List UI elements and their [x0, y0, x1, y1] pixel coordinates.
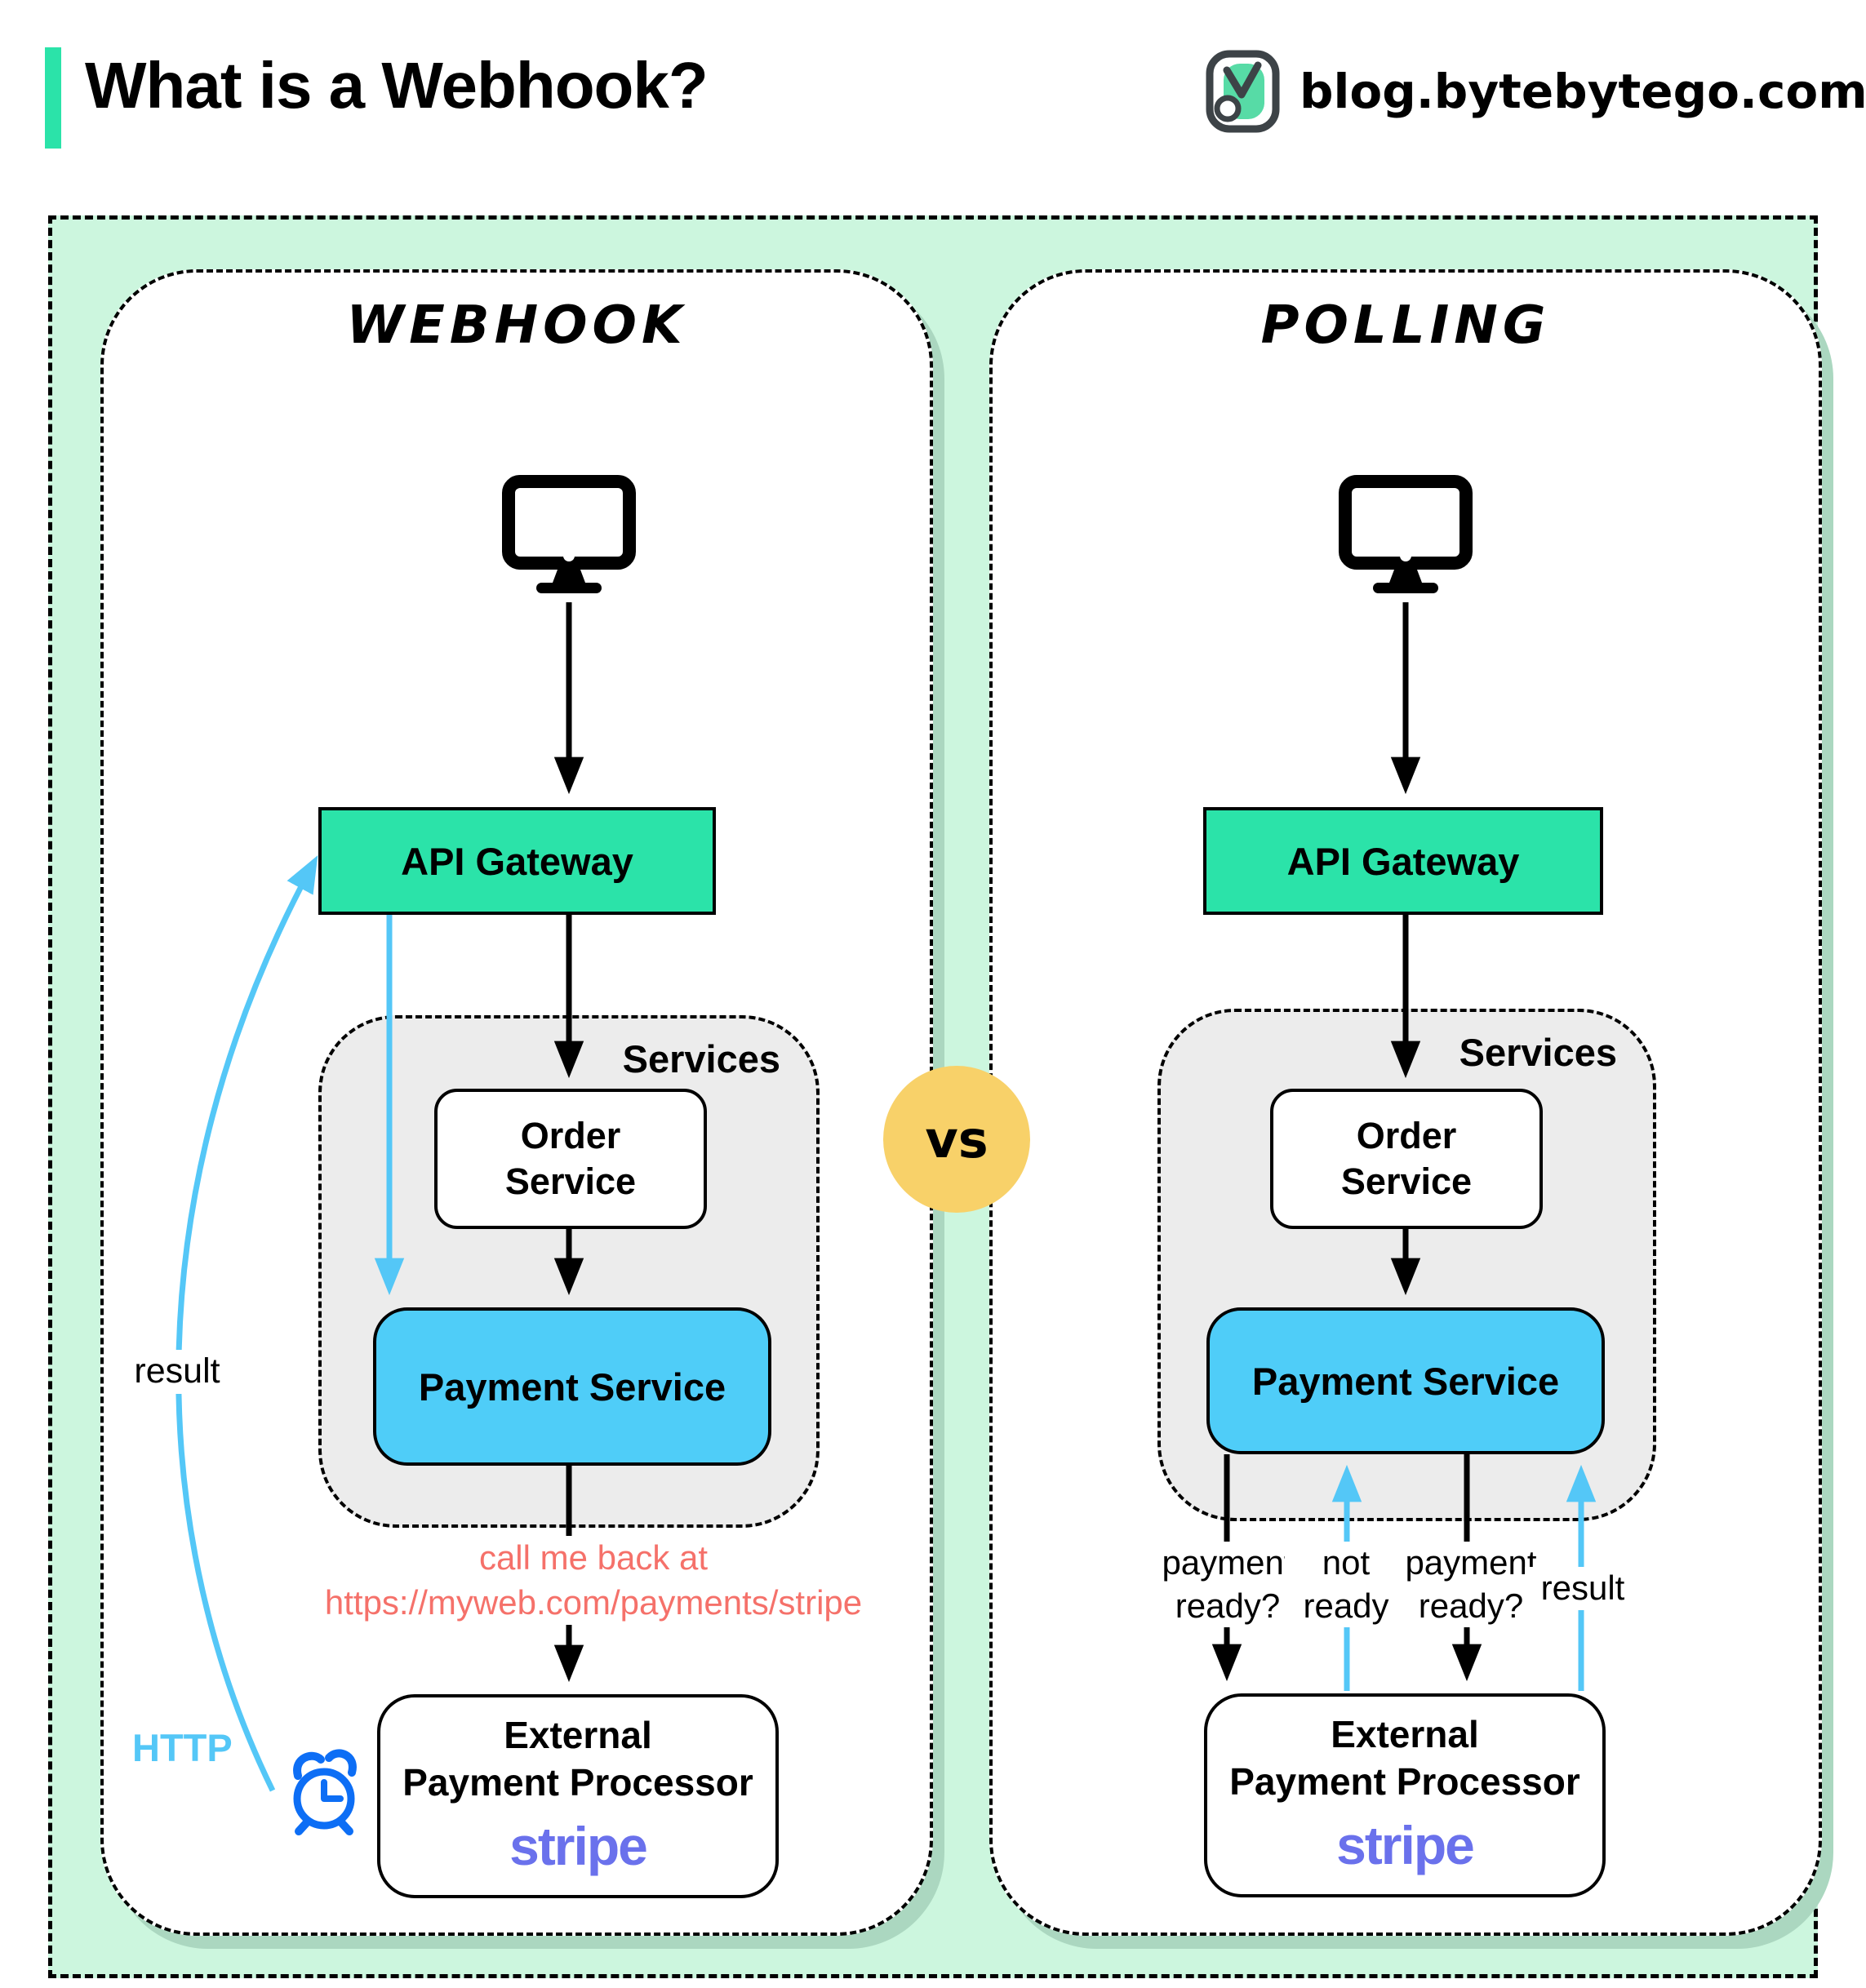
payment-service-label: Payment Service: [1251, 1359, 1560, 1403]
title-accent-bar: [45, 47, 61, 149]
polling-panel-title: Polling: [1260, 295, 1551, 356]
bytebytego-owl-logo-icon: [1206, 50, 1280, 133]
stripe-logo: stripe: [1336, 1815, 1475, 1876]
webhook-panel: Webhook API Gateway Services Order Servi…: [100, 269, 933, 1936]
services-group-label: Services: [1459, 1031, 1617, 1074]
stripe-logo: stripe: [509, 1816, 648, 1877]
payment-service-box: Payment Service: [1206, 1307, 1605, 1454]
services-group-label: Services: [622, 1037, 780, 1081]
poll-label-payment-ready-1: payment ready?: [1153, 1542, 1303, 1627]
arrow-external-result-http-callback: [175, 855, 318, 1792]
payment-service-label: Payment Service: [418, 1365, 726, 1409]
api-gateway-label: API Gateway: [1286, 839, 1520, 883]
order-service-box: Order Service: [434, 1089, 707, 1229]
desktop-monitor-icon: [1339, 475, 1473, 593]
result-callback-label: result: [120, 1350, 234, 1394]
desktop-monitor-icon: [502, 475, 636, 593]
alarm-clock-icon: [293, 1749, 357, 1835]
poll-label-not-ready: not ready: [1285, 1542, 1407, 1627]
order-service-label: Order Service: [1340, 1114, 1473, 1202]
external-payment-processor-box: External Payment Processor stripe: [377, 1694, 779, 1898]
callback-note-line1: call me back at: [478, 1538, 709, 1577]
polling-panel: Polling API Gateway Services Order Servi…: [989, 269, 1822, 1936]
callback-note: call me back at https://myweb.com/paymen…: [291, 1536, 895, 1626]
site-url-label: blog.bytebytego.com: [1300, 64, 1866, 119]
order-service-label: Order Service: [504, 1114, 637, 1202]
external-payment-processor-label: External Payment Processor: [1229, 1713, 1580, 1803]
api-gateway-box: API Gateway: [1203, 807, 1603, 915]
vs-badge: vs: [883, 1066, 1030, 1213]
webhook-panel-title: Webhook: [346, 295, 687, 356]
api-gateway-label: API Gateway: [401, 839, 633, 883]
poll-label-result: result: [1525, 1567, 1641, 1610]
external-payment-processor-label: External Payment Processor: [402, 1714, 753, 1804]
callback-note-url: https://myweb.com/payments/stripe: [324, 1582, 863, 1622]
api-gateway-box: API Gateway: [318, 807, 716, 915]
order-service-box: Order Service: [1270, 1089, 1543, 1229]
page-title: What is a Webhook?: [85, 49, 709, 122]
payment-service-box: Payment Service: [373, 1307, 771, 1466]
external-payment-processor-box: External Payment Processor stripe: [1204, 1693, 1606, 1897]
http-label: HTTP: [132, 1726, 233, 1769]
poll-label-payment-ready-2: payment ready?: [1396, 1542, 1546, 1627]
